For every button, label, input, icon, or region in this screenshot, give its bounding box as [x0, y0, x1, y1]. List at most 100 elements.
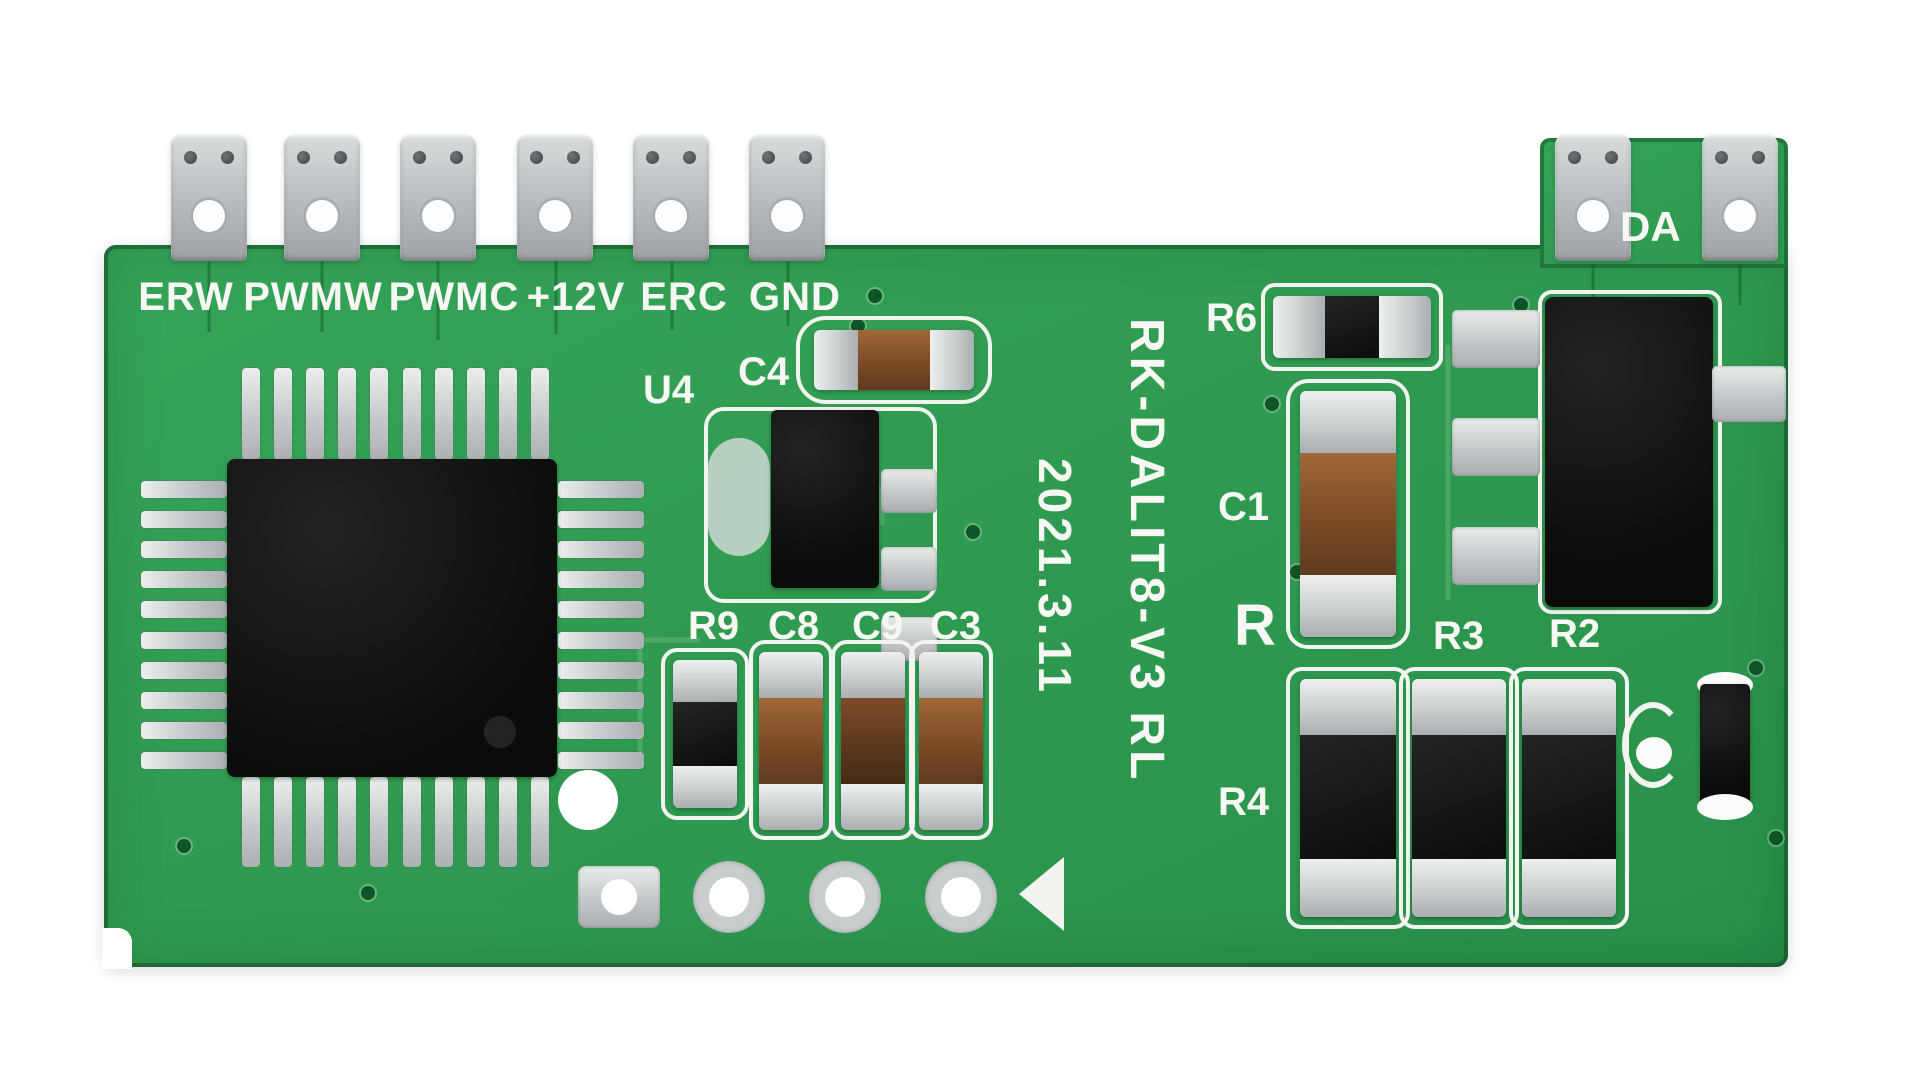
chip-pin: [141, 751, 227, 769]
silkscreen-label-erw: ERW: [138, 275, 234, 319]
cap-body: [858, 330, 930, 390]
resistor-terminal: [673, 660, 737, 702]
cap-terminal: [814, 330, 858, 390]
cap-body: [919, 698, 983, 784]
header-round-pad: [925, 861, 997, 933]
chip-pin: [370, 777, 389, 867]
connector-tab-pwmw: [284, 135, 360, 261]
regulator-lead-pad: [1452, 310, 1540, 368]
tab-hole-icon: [334, 151, 347, 164]
chip-pin: [141, 481, 227, 498]
chip-pin: [402, 777, 421, 867]
diode-body: [1700, 684, 1750, 806]
chip-pin: [558, 751, 644, 769]
c1-silkscreen-outline: [1286, 379, 1410, 649]
silkscreen-label-pwmw: PWMW: [243, 275, 383, 319]
chip-pin: [306, 777, 325, 867]
silkscreen-arrow-marker: [1019, 857, 1064, 931]
chip-pin: [466, 368, 485, 460]
chip-pin: [558, 631, 644, 649]
c4-capacitor: [814, 330, 974, 390]
tab-hole-icon: [1715, 151, 1728, 164]
chip-pin: [402, 368, 421, 460]
silkscreen-label-erc: ERC: [640, 275, 728, 319]
chip-pin: [370, 368, 389, 460]
via: [966, 525, 980, 539]
chip-pin: [141, 661, 227, 679]
chip-pin: [466, 777, 485, 867]
u4-lead-pad: [881, 547, 937, 591]
r4-resistor: [1300, 679, 1396, 917]
silkscreen-label-12v: +12V: [526, 275, 626, 319]
via: [1514, 298, 1528, 312]
chip-pin: [530, 777, 549, 867]
silkscreen-label-r2: R2: [1549, 612, 1601, 656]
r9-resistor: [673, 660, 737, 808]
via: [1769, 831, 1783, 845]
resistor-body: [1300, 735, 1396, 859]
tab-screw-hole-icon: [768, 197, 806, 235]
chip-pin: [141, 571, 227, 589]
resistor-terminal: [1273, 296, 1325, 358]
connector-tab-da-2: [1702, 135, 1778, 261]
tab-hole-icon: [683, 151, 696, 164]
chip-pin: [558, 481, 644, 498]
tab-hole-icon: [413, 151, 426, 164]
chip-pin: [141, 601, 227, 619]
tab-hole-icon: [297, 151, 310, 164]
chip-pin: [558, 691, 644, 709]
silkscreen-label-r: R: [1234, 593, 1276, 658]
chip-pin: [141, 511, 227, 529]
qfp-pins-right: [558, 481, 644, 769]
tab-screw-hole-icon: [1721, 197, 1759, 235]
chip-pin: [141, 541, 227, 559]
c1-capacitor: [1300, 391, 1396, 637]
regulator-lead-pad: [1452, 418, 1540, 476]
silkscreen-label-c1: C1: [1218, 485, 1270, 529]
chip-pin: [338, 368, 357, 460]
tab-screw-hole-icon: [190, 197, 228, 235]
c9-silkscreen-outline: [831, 640, 915, 840]
silkscreen-label-r4: R4: [1218, 780, 1270, 824]
silkscreen-label-pwmc: PWMC: [388, 275, 520, 319]
resistor-terminal: [1300, 859, 1396, 917]
silkscreen-label-c4: C4: [738, 350, 790, 394]
tab-hole-icon: [1605, 151, 1618, 164]
cap-terminal: [759, 784, 823, 830]
resistor-terminal: [1300, 679, 1396, 735]
cap-terminal: [1300, 575, 1396, 637]
tab-screw-hole-icon: [536, 197, 574, 235]
u4-lead-pad: [881, 469, 937, 513]
chip-pin: [558, 511, 644, 529]
r9-silkscreen-outline: [661, 648, 749, 820]
cap-terminal: [1300, 391, 1396, 453]
cap-terminal: [930, 330, 974, 390]
regulator-lead-pad: [1452, 527, 1540, 585]
chip-pin: [498, 777, 517, 867]
silkscreen-label-c3: C3: [930, 604, 982, 648]
silkscreen-label-gnd: GND: [749, 275, 841, 319]
tab-hole-icon: [646, 151, 659, 164]
silkscreen-date: 2021.3.11: [1029, 458, 1081, 697]
tab-hole-icon: [450, 151, 463, 164]
cap-body: [1300, 453, 1396, 575]
silkscreen-label-r6: R6: [1206, 296, 1258, 340]
tab-screw-hole-icon: [419, 197, 457, 235]
tab-hole-icon: [530, 151, 543, 164]
silkscreen-model: RK-DALIT8-V3 RL: [1120, 318, 1173, 784]
header-round-pad: [693, 861, 765, 933]
silkscreen-label-u4: U4: [643, 368, 695, 412]
c4-silkscreen-outline: [796, 316, 992, 404]
connector-tab-erw: [171, 135, 247, 261]
r2-resistor: [1522, 679, 1616, 917]
connector-tab-12v: [517, 135, 593, 261]
resistor-terminal: [673, 766, 737, 808]
r6-resistor: [1273, 296, 1431, 358]
chip-pin: [274, 777, 293, 867]
silkscreen-label-r3: R3: [1433, 614, 1485, 658]
chip-pin: [434, 368, 453, 460]
resistor-terminal: [1379, 296, 1431, 358]
chip-pin: [558, 571, 644, 589]
cap-terminal: [841, 784, 905, 830]
